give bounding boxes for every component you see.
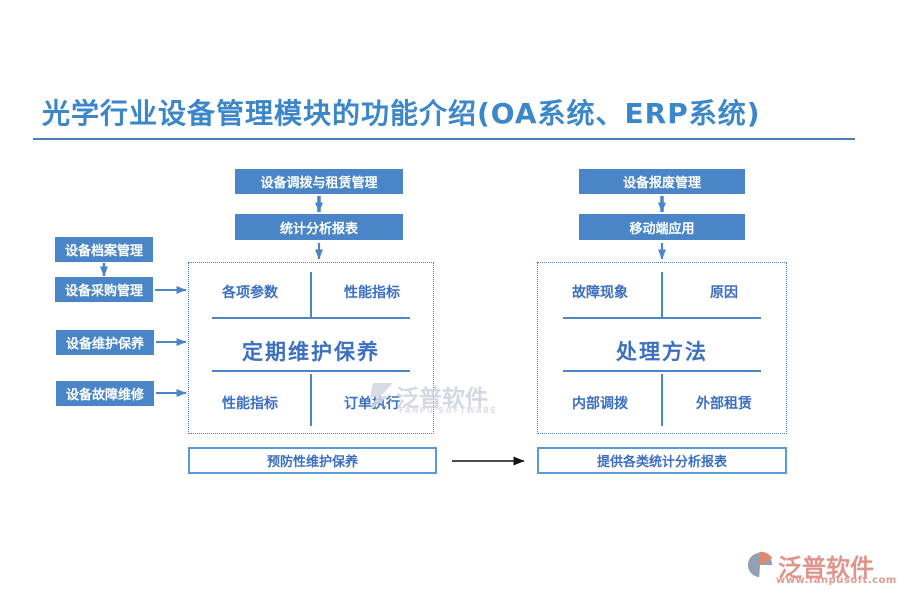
matrix-center-label: 定期维护保养	[242, 340, 380, 364]
page-title: 光学行业设备管理模块的功能介绍(OA系统、ERP系统)	[42, 97, 761, 130]
matrix-cell: 订单执行	[344, 396, 400, 412]
watermark-caption: FANPU SOFTWARE	[399, 406, 498, 415]
title-underline	[33, 138, 855, 140]
matrix-top-row: 故障现象 原因	[538, 282, 786, 302]
matrix-top-row: 各项参数 性能指标	[189, 282, 433, 302]
matrix-bottom-row: 性能指标 订单执行	[189, 393, 433, 413]
brand-website: www.fanpusoft.com	[776, 575, 897, 586]
matrix-cell: 原因	[710, 285, 738, 301]
maintenance-matrix: 各项参数 性能指标 定期维护保养 性能指标 订单执行	[188, 262, 434, 434]
matrix-cell: 故障现象	[572, 285, 628, 301]
watermark-logo-icon	[369, 383, 393, 411]
matrix-center-label: 处理方法	[616, 340, 708, 364]
brand-name: 泛普软件	[778, 554, 874, 582]
matrix-divider-v-bottom	[310, 374, 312, 426]
node-provide-stats-reports: 提供各类统计分析报表	[537, 447, 787, 474]
matrix-bottom-row: 内部调拨 外部租赁	[538, 393, 786, 413]
matrix-cell: 性能指标	[344, 285, 400, 301]
matrix-divider-h1	[212, 317, 410, 319]
node-stats-report: 统计分析报表	[235, 214, 403, 240]
matrix-cell: 性能指标	[222, 396, 278, 412]
fault-matrix: 故障现象 原因 处理方法 内部调拨 外部租赁	[537, 262, 787, 434]
matrix-cell: 内部调拨	[572, 396, 628, 412]
node-transfer-rental: 设备调拨与租赁管理	[235, 169, 403, 194]
matrix-divider-v-top	[661, 272, 663, 317]
matrix-divider-v-bottom	[661, 374, 663, 426]
node-equipment-maintenance: 设备维护保养	[56, 330, 154, 355]
matrix-cell: 外部租赁	[696, 396, 752, 412]
matrix-cell: 各项参数	[222, 285, 278, 301]
node-equipment-purchase: 设备采购管理	[55, 277, 153, 302]
matrix-divider-h1	[563, 317, 761, 319]
node-equipment-archive: 设备档案管理	[55, 237, 153, 262]
matrix-divider-h2	[212, 370, 410, 372]
watermark-text: 泛普软件	[396, 386, 488, 412]
matrix-divider-v-top	[310, 272, 312, 317]
node-mobile-app: 移动端应用	[579, 214, 745, 240]
node-equipment-repair: 设备故障维修	[56, 381, 154, 406]
node-preventive-maintenance: 预防性维护保养	[188, 447, 437, 474]
matrix-divider-h2	[563, 370, 761, 372]
fanpu-logo-icon	[747, 551, 774, 579]
node-scrap-management: 设备报废管理	[579, 169, 745, 194]
